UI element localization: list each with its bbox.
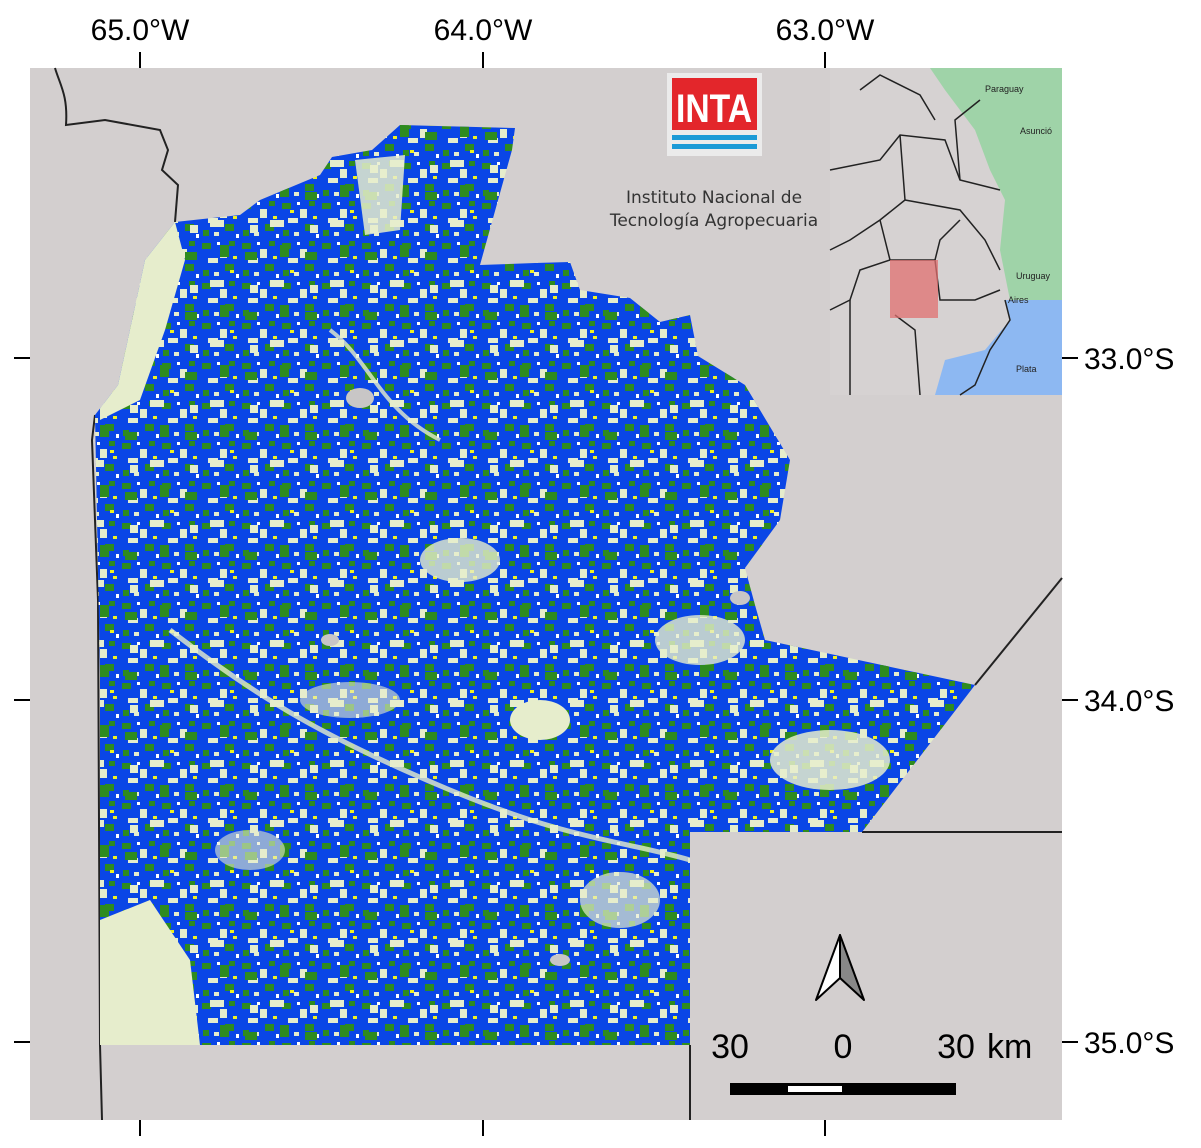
y-tick-label: 34.0°S	[1084, 685, 1174, 718]
inset-label: Uruguay	[1016, 271, 1051, 281]
inset-label: Asunció	[1020, 126, 1052, 136]
x-tick-label: 64.0°W	[434, 14, 533, 47]
inset-map: Paraguay Asunció Uruguay Aires Plata	[829, 68, 1062, 396]
inta-logo: INTA	[667, 73, 762, 156]
scale-label-center: 0	[834, 1028, 853, 1066]
axis-ticks	[14, 52, 1078, 1136]
y-tick-label: 35.0°S	[1084, 1027, 1174, 1060]
inta-name-line2: Tecnología Agropecuaria	[609, 211, 818, 231]
scale-bar	[730, 1083, 956, 1095]
scale-unit: km	[987, 1028, 1032, 1066]
scale-label-left: 30	[711, 1028, 749, 1066]
study-area-highlight	[890, 260, 938, 318]
inta-acronym: INTA	[676, 87, 752, 131]
inta-name-line1: Instituto Nacional de	[626, 188, 802, 208]
province-borders	[54, 67, 1063, 1121]
x-tick-label: 65.0°W	[91, 14, 190, 47]
inset-label: Paraguay	[985, 84, 1024, 94]
y-tick-label: 33.0°S	[1084, 343, 1174, 376]
inset-label: Aires	[1008, 295, 1029, 305]
inset-label: Plata	[1016, 364, 1037, 374]
scale-label-right: 30	[937, 1028, 975, 1066]
north-arrow-icon	[815, 934, 865, 1001]
x-tick-label: 63.0°W	[776, 14, 875, 47]
